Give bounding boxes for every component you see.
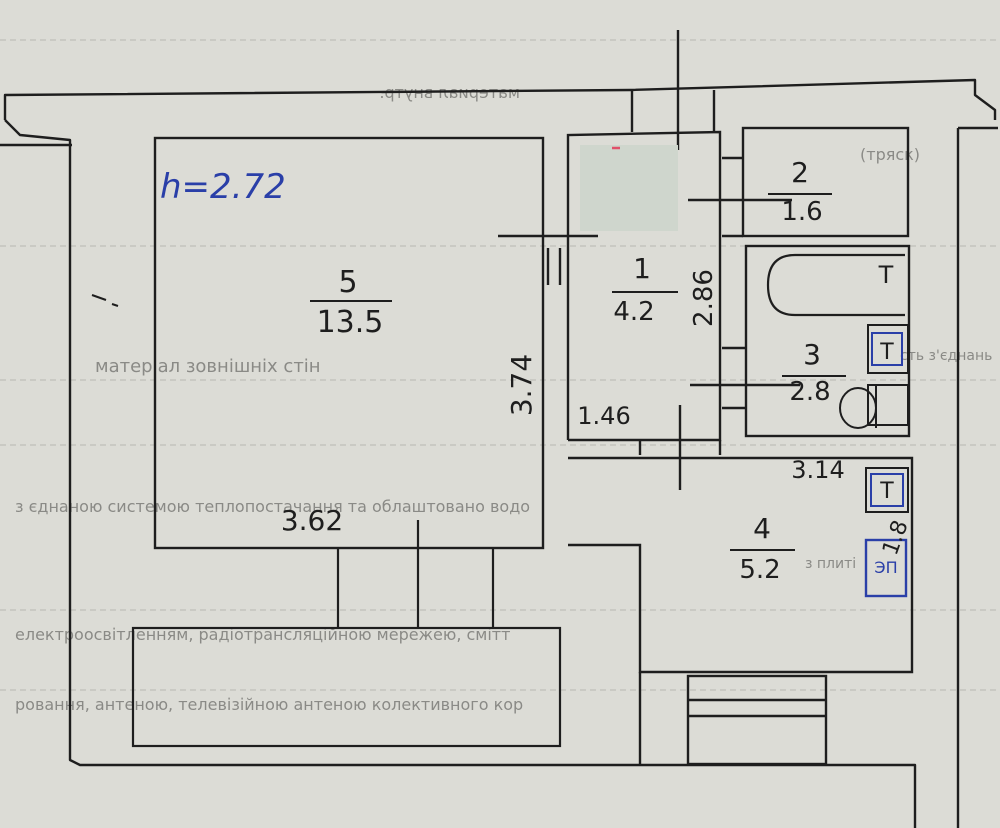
room-2-outline <box>688 126 910 238</box>
pen-mark <box>91 294 119 307</box>
bleed-line-4: сть з'єднань <box>900 348 992 364</box>
stove-label: ЭП <box>874 558 897 577</box>
room-1-outline <box>498 30 722 490</box>
sink-symbol: T <box>879 340 894 365</box>
stove-symbol: T <box>879 479 894 504</box>
room-3-number: 3 <box>803 338 821 371</box>
ceiling-height-label: h=2.72 <box>160 167 286 207</box>
bleedthrough-text: материал внутр. (тряск) матеріал зовнішн… <box>15 83 992 714</box>
room-5-width-dimension: 3.62 <box>281 504 343 537</box>
room-2-area: 1.6 <box>781 197 822 227</box>
outer-walls <box>0 78 998 828</box>
bathtub <box>766 253 905 317</box>
redaction-patch <box>580 145 678 231</box>
room-5-area: 13.5 <box>317 305 384 340</box>
balcony <box>131 520 562 748</box>
room-4-outline <box>568 456 914 766</box>
bathroom-fixtures <box>839 324 909 429</box>
bleed-line-8: з єднаною системою теплопостачання та об… <box>15 497 530 516</box>
room-1-depth-dimension: 2.86 <box>689 269 719 327</box>
stove <box>864 467 909 598</box>
room-1-width-dimension: 1.46 <box>577 402 630 430</box>
room-4-area: 5.2 <box>739 555 780 585</box>
room-3-area: 2.8 <box>789 377 830 407</box>
room-4-width-dimension: 3.14 <box>791 456 844 484</box>
room-5-number: 5 <box>338 265 357 300</box>
room-2-number: 2 <box>791 156 809 189</box>
room-1-area: 4.2 <box>613 297 654 327</box>
room-4-number: 4 <box>753 512 771 545</box>
bleed-line-5: з плиті <box>805 556 856 572</box>
room-5-depth-dimension: 3.74 <box>505 354 538 416</box>
bleed-line-6: електроосвітленням, радіотрансляційною м… <box>15 625 510 644</box>
room-4-depth-dimension: 1.8 <box>878 517 913 558</box>
room-5-outline <box>153 136 545 550</box>
bleed-line-3: матеріал зовнішніх стін <box>95 356 321 377</box>
room-1-number: 1 <box>633 252 651 285</box>
bath-tap-symbol: T <box>878 261 894 289</box>
bleed-line-7: ровання, антеною, телевізійною антеною к… <box>15 695 523 714</box>
bleed-line-2: (тряск) <box>860 145 920 164</box>
